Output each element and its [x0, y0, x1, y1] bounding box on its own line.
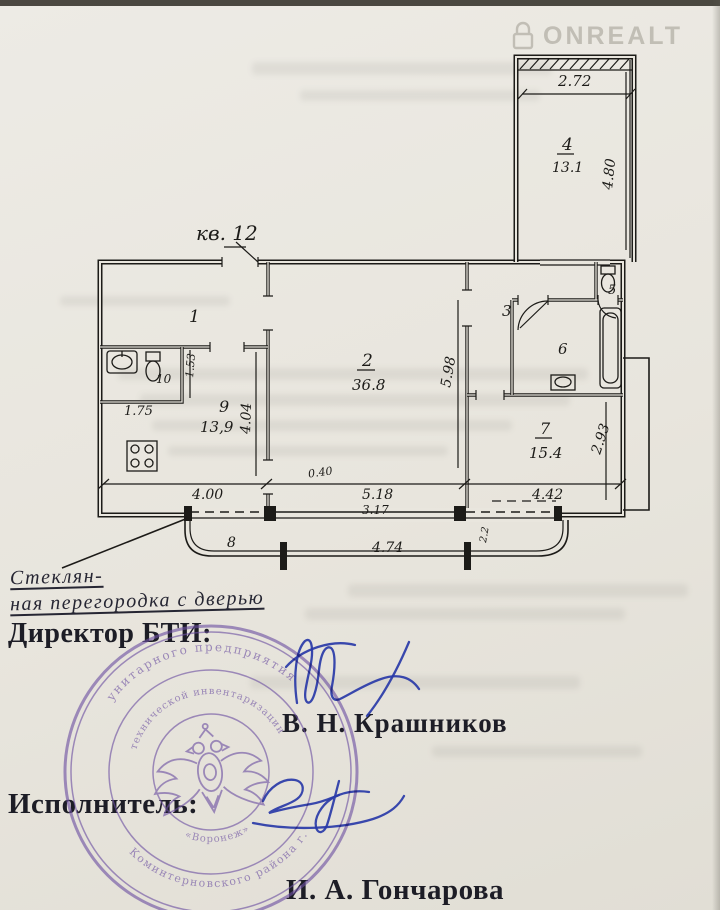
room-4-number: 4 — [561, 135, 573, 155]
room-4-area: 13.1 — [552, 160, 583, 176]
apartment-label: кв. 12 — [196, 221, 258, 245]
bleedthrough-smudge — [168, 446, 448, 456]
dim-room2-width: 5.18 — [362, 487, 393, 503]
onrealt-lock-icon — [512, 21, 534, 50]
bleedthrough-smudge — [348, 584, 688, 597]
watermark: ONREALT — [510, 20, 683, 52]
director-label: Директор БТИ: — [8, 618, 212, 649]
dim-room10-width: 1.75 — [124, 404, 153, 419]
director-name: В. Н. Крашников — [282, 708, 508, 738]
dim-balcony-end: 2.2 — [478, 526, 492, 545]
room-6-number: 6 — [558, 340, 568, 358]
room-1-number: 1 — [189, 307, 200, 327]
bleedthrough-smudge — [152, 420, 512, 431]
room-2-area: 36.8 — [352, 376, 385, 394]
bleedthrough-smudge — [300, 90, 540, 101]
scan-edge — [0, 0, 720, 6]
dim-room7-width: 4.42 — [531, 487, 563, 503]
dim-room9-width: 4.00 — [191, 487, 223, 503]
plan-fixtures — [106, 265, 622, 472]
executor-name: И. А. Гончарова — [286, 874, 505, 906]
dim-room7-depth: 2.93 — [588, 422, 613, 458]
dim-room2-depth: 5.98 — [438, 355, 459, 389]
room-5-number: 5 — [608, 283, 616, 298]
room-2-number: 2 — [361, 351, 373, 371]
dim-loggia-width: 2.72 — [557, 72, 591, 90]
room-10-number: 10 — [156, 372, 172, 386]
glass-partition-annotation-line1: Стеклян- — [9, 564, 104, 590]
dim-window-width: 3.17 — [362, 503, 389, 517]
dim-room9-depth: 4.04 — [238, 402, 255, 435]
bleedthrough-smudge — [60, 296, 230, 306]
dim-room10-depth: 1.53 — [183, 353, 198, 379]
dim-loggia-depth: 4.80 — [600, 158, 619, 192]
bleedthrough-smudge — [140, 394, 570, 406]
room-9-number: 9 — [219, 397, 229, 416]
dim-door-width: 0.40 — [307, 464, 333, 480]
dim-balcony-width: 4.74 — [371, 540, 403, 556]
floor-plan-walls — [97, 54, 650, 518]
bleedthrough-smudge — [305, 608, 625, 620]
bleedthrough-smudge — [252, 62, 552, 75]
scan-edge — [712, 0, 720, 910]
room-7-area: 15.4 — [529, 444, 562, 462]
room-9-area: 13,9 — [200, 418, 234, 436]
room-3-number: 3 — [502, 302, 512, 320]
dimension-lines — [61, 72, 636, 569]
bleedthrough-smudge — [432, 746, 642, 757]
bleedthrough-smudge — [118, 368, 588, 380]
executor-label: Исполнитель: — [8, 788, 199, 820]
room-8-number: 8 — [227, 535, 236, 551]
balcony-and-windows — [184, 500, 569, 570]
watermark-brand: ONREALT — [543, 21, 683, 50]
room-7-number: 7 — [540, 419, 551, 438]
